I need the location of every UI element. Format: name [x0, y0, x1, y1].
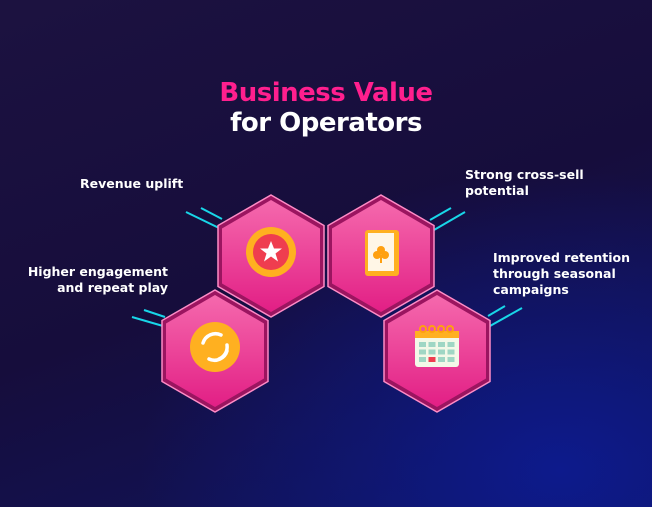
hexagon-cross-sell	[327, 194, 435, 318]
label-cross-sell: Strong cross-sell potential	[465, 167, 584, 198]
hexagon-engagement	[161, 289, 269, 413]
hexagon-retention	[383, 289, 491, 413]
title-line-1: Business Value	[219, 78, 433, 108]
star-coin-icon	[246, 227, 296, 277]
hexagon-revenue-uplift	[217, 194, 325, 318]
title-line-2: for Operators	[230, 108, 422, 138]
connector-lines	[131, 207, 523, 327]
label-retention: Improved retention through seasonal camp…	[493, 250, 631, 297]
calendar-icon	[415, 325, 459, 367]
refresh-cycle-icon	[190, 322, 240, 372]
label-engagement: Higher engagement and repeat play	[27, 264, 168, 295]
label-revenue-uplift: Revenue uplift	[80, 176, 184, 191]
playing-card-icon	[365, 230, 399, 276]
